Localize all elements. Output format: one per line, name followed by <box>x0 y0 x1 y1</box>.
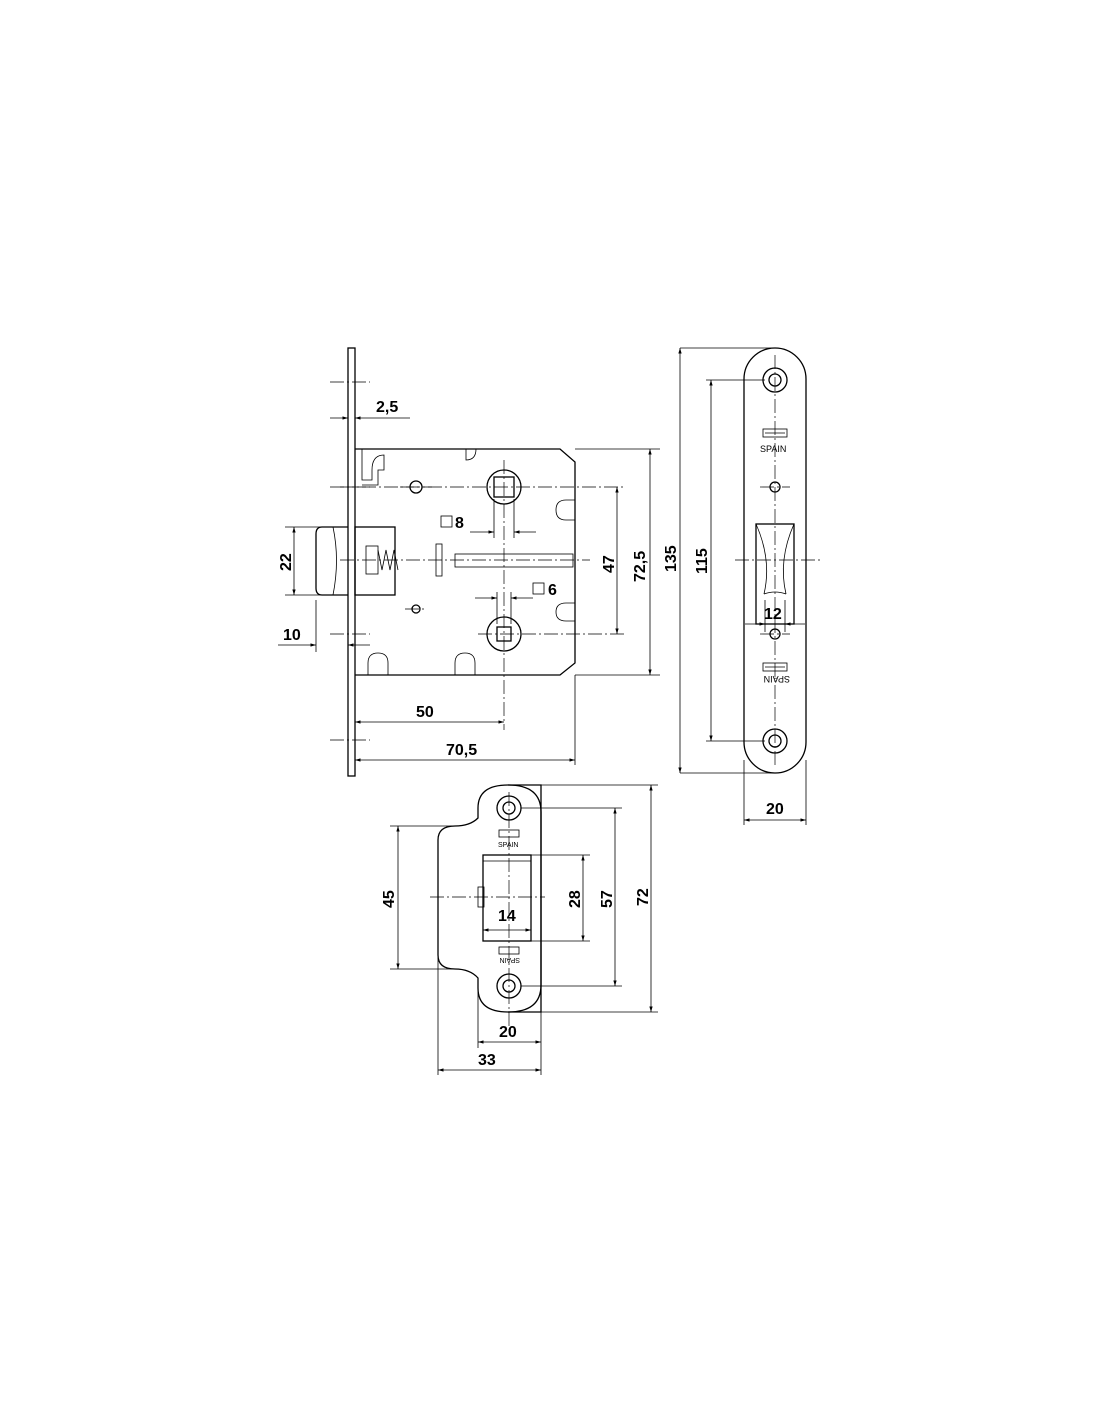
square-symbol-6 <box>532 582 545 595</box>
dim-backset: 50 <box>416 704 434 721</box>
dim-strike-opening-width: 14 <box>498 908 516 925</box>
origin-marking-rotated: SPAIN <box>764 674 790 684</box>
strike-plate-view: SPAIN SPAIN 45 28 14 57 72 20 <box>381 784 658 1075</box>
dim-axis-distance: 47 <box>601 555 618 573</box>
latch-bolt <box>315 526 348 596</box>
dim-strike-screw-spacing: 57 <box>599 890 616 908</box>
logo-icon <box>762 428 788 438</box>
square-symbol-8 <box>440 515 453 528</box>
strike-origin-marking-rotated: SPAIN <box>500 956 521 963</box>
dim-spindle-square: 8 <box>455 515 464 532</box>
dim-body-depth: 70,5 <box>446 742 477 759</box>
faceplate-edge <box>347 347 356 777</box>
dim-strike-opening-height: 28 <box>567 890 584 908</box>
dim-faceplate-screw-spacing: 115 <box>694 548 711 574</box>
dim-strike-plate-width: 20 <box>499 1024 517 1041</box>
strike-logo-icon <box>498 829 520 838</box>
dim-bolt-square: 6 <box>548 582 557 599</box>
faceplate-view: SPAIN SPAIN 12 135 115 20 <box>663 347 820 825</box>
latch-spring <box>377 549 399 571</box>
dim-latch-projection: 10 <box>283 627 301 644</box>
origin-marking: SPAIN <box>760 444 786 454</box>
dim-strike-total-width: 33 <box>478 1052 496 1069</box>
dim-faceplate-thickness: 2,5 <box>376 399 398 416</box>
dim-faceplate-width: 20 <box>766 801 784 818</box>
dim-latch-opening-width: 12 <box>764 606 782 623</box>
dim-strike-lip-height: 45 <box>381 890 398 908</box>
dim-faceplate-length: 135 <box>663 545 680 572</box>
strike-origin-marking: SPAIN <box>498 842 519 849</box>
strike-plate-outline <box>437 784 542 1013</box>
dim-body-height: 72,5 <box>632 551 649 582</box>
dim-latch-height: 22 <box>278 553 295 571</box>
dim-strike-total-height: 72 <box>635 888 652 906</box>
lock-body-view: 2,5 22 10 8 6 47 72,5 50 <box>278 347 660 777</box>
latch-bar <box>454 553 574 568</box>
strike-opening <box>482 854 532 942</box>
lock-case <box>355 448 576 676</box>
